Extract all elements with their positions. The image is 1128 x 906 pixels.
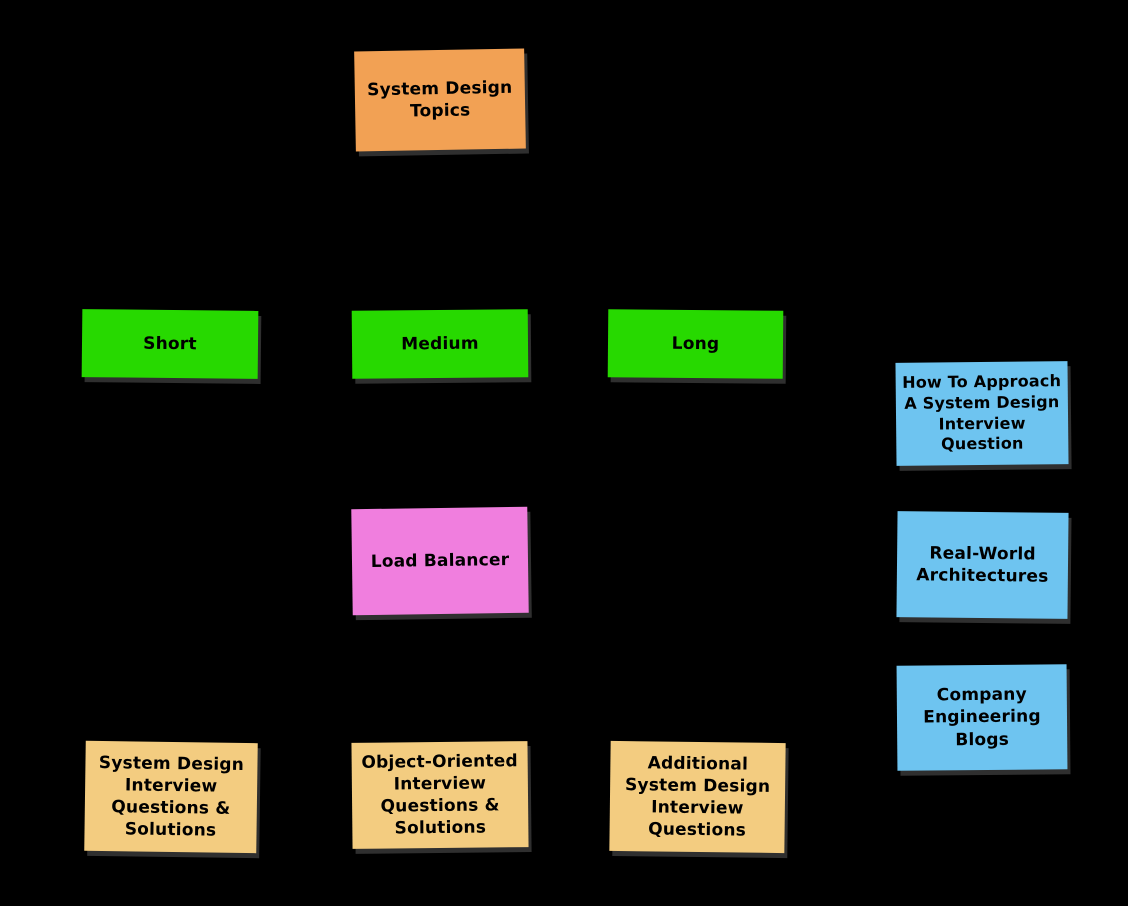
node-label: Long bbox=[671, 333, 720, 355]
node-how-to-approach: How To Approach A System Design Intervie… bbox=[895, 361, 1069, 466]
node-label: Company Engineering Blogs bbox=[923, 684, 1041, 750]
node-object-oriented-interview-questions: Object-Oriented Interview Questions & So… bbox=[351, 741, 529, 849]
node-system-design-interview-questions: System Design Interview Questions & Solu… bbox=[84, 740, 258, 854]
node-label: Object-Oriented Interview Questions & So… bbox=[361, 750, 518, 839]
node-load-balancer: Load Balancer bbox=[351, 506, 529, 616]
node-label: System Design Interview Questions & Solu… bbox=[98, 752, 245, 841]
node-label: Short bbox=[143, 333, 197, 355]
node-label: Additional System Design Interview Quest… bbox=[624, 753, 771, 841]
node-long: Long bbox=[607, 309, 784, 379]
node-system-design-topics: System Design Topics bbox=[354, 48, 526, 152]
node-label: Real-World Architectures bbox=[916, 543, 1049, 587]
node-additional-system-design-questions: Additional System Design Interview Quest… bbox=[609, 740, 786, 854]
node-label: Medium bbox=[401, 333, 479, 355]
node-label: Load Balancer bbox=[370, 549, 510, 572]
node-short: Short bbox=[81, 309, 259, 379]
node-label: System Design Topics bbox=[367, 77, 513, 122]
node-label: How To Approach A System Design Intervie… bbox=[902, 371, 1062, 454]
node-medium: Medium bbox=[351, 309, 529, 379]
node-company-engineering-blogs: Company Engineering Blogs bbox=[896, 664, 1068, 771]
node-real-world-architectures: Real-World Architectures bbox=[896, 511, 1069, 619]
